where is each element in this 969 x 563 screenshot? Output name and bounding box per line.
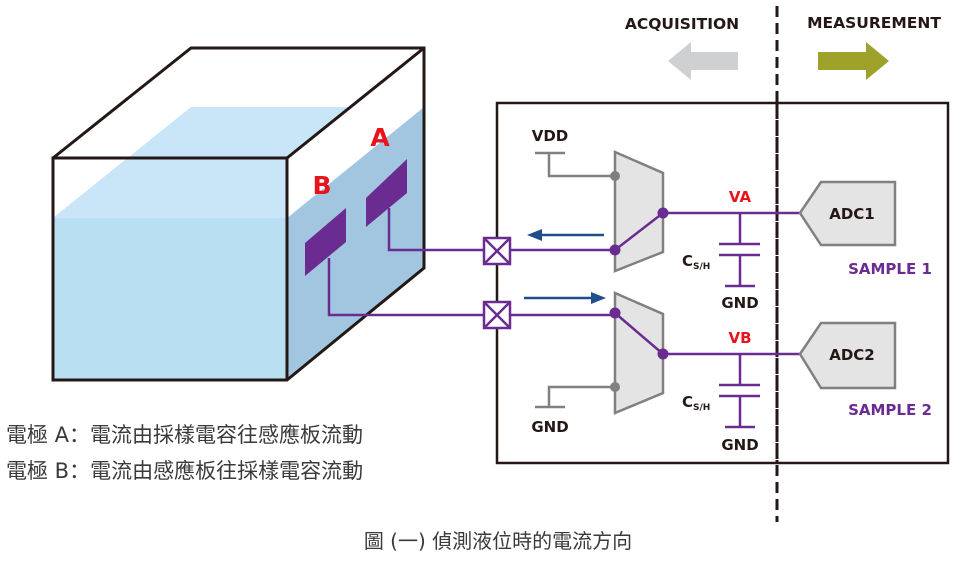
measurement-arrow-icon (818, 42, 889, 80)
mux-1 (613, 150, 665, 273)
current-arrow-right-icon (524, 292, 606, 304)
circuit-box (495, 101, 950, 465)
electrode-b-plate (305, 208, 346, 276)
adc1-label: ADC1 (829, 205, 875, 223)
vdd-label: VDD (532, 127, 569, 145)
sample1-label: SAMPLE 1 (848, 260, 932, 278)
io-pad-a (482, 236, 512, 266)
wire-electrode-a (387, 208, 489, 252)
adc2-block (798, 321, 897, 390)
mux1-switch (614, 212, 664, 251)
water-front-upper (53, 164, 287, 218)
acquisition-label: ACQUISITION (625, 15, 739, 33)
mux-gnd-label: GND (531, 418, 568, 436)
adc2-label: ADC2 (829, 346, 875, 364)
water-side (287, 107, 424, 380)
mux-gnd-wire (547, 385, 615, 407)
mux2-in-node (609, 307, 621, 319)
figure-caption: 圖 (一) 偵測液位時的電流方向 (364, 529, 632, 553)
io-pad-b (482, 300, 512, 330)
water-front-gap (53, 162, 122, 218)
liquid-tank: A B (51, 46, 489, 382)
legend-electrode-a: 電極 A：電流由採樣電容往感應板流動 (6, 423, 363, 447)
va-label: VA (729, 188, 752, 206)
vdd-wire (547, 153, 615, 178)
acquisition-arrow-icon (668, 42, 738, 80)
wire-electrode-b (327, 258, 489, 317)
mux2-switch (614, 312, 664, 355)
cap-a-label: CS/H (682, 252, 710, 272)
mux1-vdd-node (610, 171, 620, 181)
mux1-in-node (609, 244, 621, 256)
electrode-a-plate (366, 159, 407, 227)
water-front (53, 218, 287, 380)
sample2-label: SAMPLE 2 (848, 401, 932, 419)
electrode-a-label: A (370, 123, 390, 152)
vb-label: VB (728, 329, 751, 347)
cap-b-gnd-label: GND (721, 436, 758, 454)
current-arrow-left-icon (527, 229, 604, 241)
legend-electrode-b: 電極 B：電流由感應板往採樣電容流動 (6, 459, 363, 483)
cap-b-label: CS/H (682, 393, 710, 413)
cap-a-gnd-label: GND (721, 294, 758, 312)
electrode-b-label: B (312, 171, 331, 200)
adc1-block (798, 180, 897, 247)
water-side-upper (287, 48, 424, 218)
measurement-label: MEASUREMENT (807, 14, 941, 32)
mux-2 (613, 291, 665, 415)
